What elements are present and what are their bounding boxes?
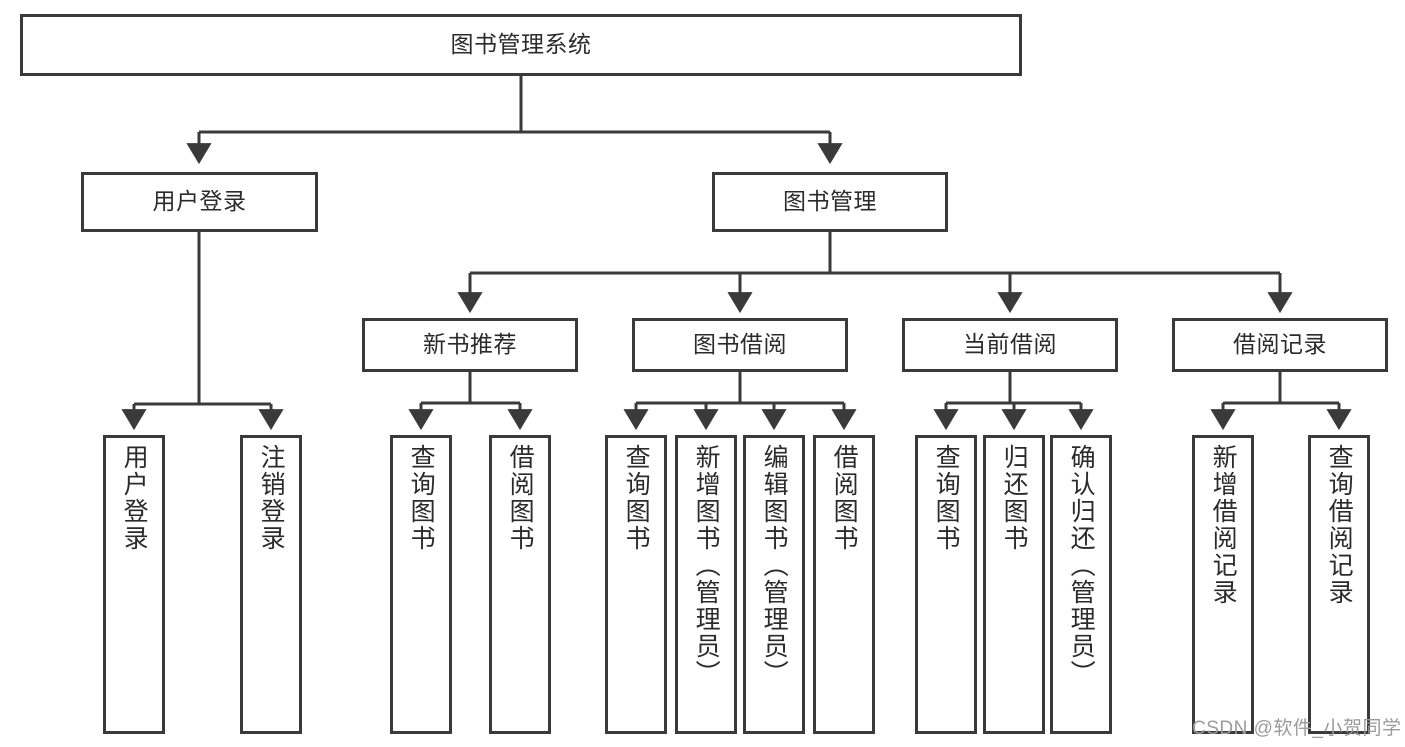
- node-user-login[interactable]: 用户登录: [81, 172, 318, 232]
- node-label: 借阅记录: [1233, 331, 1327, 358]
- leaf-current-query-book[interactable]: 查询图书: [915, 435, 977, 734]
- node-label: 归还图书: [1000, 444, 1029, 552]
- leaf-borrow-query-book[interactable]: 查询图书: [605, 435, 667, 734]
- node-label: 图书管理: [783, 188, 877, 215]
- leaf-borrow-edit-book[interactable]: 编辑图书（管理员）: [743, 435, 805, 734]
- node-root-system[interactable]: 图书管理系统: [20, 14, 1022, 76]
- leaf-record-add-record[interactable]: 新增借阅记录: [1192, 435, 1254, 734]
- node-label: 新增借阅记录: [1209, 444, 1238, 606]
- node-label: 图书管理系统: [450, 31, 592, 58]
- node-label: 借阅图书: [506, 444, 535, 552]
- node-label: 确认归还（管理员）: [1067, 444, 1096, 687]
- node-label: 图书借阅: [693, 331, 787, 358]
- leaf-recommend-query-book[interactable]: 查询图书: [390, 435, 452, 734]
- node-new-book-recommend[interactable]: 新书推荐: [362, 318, 578, 372]
- node-label: 注销登录: [257, 444, 286, 552]
- node-label: 新书推荐: [423, 331, 517, 358]
- node-label: 查询图书: [622, 444, 651, 552]
- node-book-borrow[interactable]: 图书借阅: [632, 318, 848, 372]
- node-label: 借阅图书: [830, 444, 859, 552]
- node-label: 查询图书: [932, 444, 961, 552]
- leaf-borrow-borrow-book[interactable]: 借阅图书: [813, 435, 875, 734]
- leaf-user-login-logout[interactable]: 注销登录: [240, 435, 302, 734]
- node-label: 当前借阅: [963, 331, 1057, 358]
- node-label: 编辑图书（管理员）: [760, 444, 789, 687]
- leaf-user-login-login[interactable]: 用户登录: [103, 435, 165, 734]
- node-label: 查询图书: [407, 444, 436, 552]
- node-current-borrow[interactable]: 当前借阅: [902, 318, 1118, 372]
- node-label: 用户登录: [152, 188, 247, 215]
- node-label: 用户登录: [120, 444, 149, 552]
- leaf-current-confirm-return[interactable]: 确认归还（管理员）: [1050, 435, 1112, 734]
- node-borrow-record[interactable]: 借阅记录: [1172, 318, 1388, 372]
- node-label: 新增图书（管理员）: [692, 444, 721, 687]
- node-book-management[interactable]: 图书管理: [712, 172, 948, 232]
- leaf-borrow-add-book[interactable]: 新增图书（管理员）: [675, 435, 737, 734]
- leaf-record-query-record[interactable]: 查询借阅记录: [1308, 435, 1370, 734]
- node-label: 查询借阅记录: [1325, 444, 1354, 606]
- leaf-current-return-book[interactable]: 归还图书: [983, 435, 1045, 734]
- leaf-recommend-borrow-book[interactable]: 借阅图书: [489, 435, 551, 734]
- csdn-watermark: CSDN @软件_小贺同学: [1192, 718, 1402, 739]
